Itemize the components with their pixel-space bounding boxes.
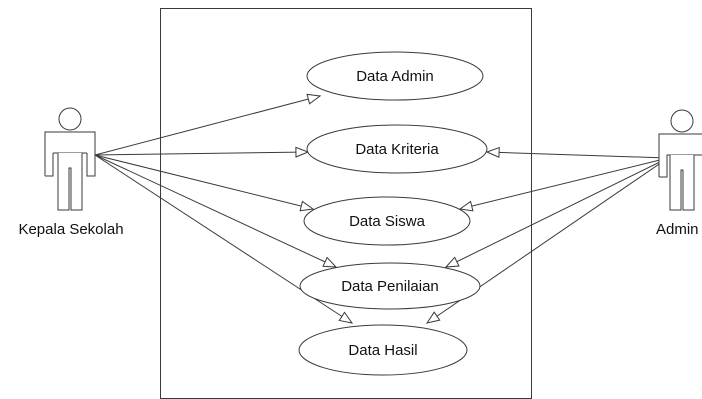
use-case-data-hasil[interactable]: Data Hasil	[298, 324, 468, 376]
association-line	[445, 157, 669, 268]
use-case-label: Data Admin	[356, 68, 434, 85]
use-case-label: Data Penilaian	[341, 278, 439, 295]
arrowhead-icon	[338, 311, 354, 324]
arrowhead-icon	[322, 256, 338, 268]
arrowhead-icon	[444, 256, 460, 268]
association-line	[486, 151, 669, 159]
association-line	[94, 154, 337, 268]
arrowhead-icon	[458, 200, 474, 212]
association-line	[459, 157, 669, 210]
arrowhead-icon	[306, 93, 322, 105]
actor-label: Kepala Sekolah	[18, 221, 123, 238]
stick-figure-icon	[658, 109, 702, 211]
arrowhead-icon	[425, 311, 441, 324]
use-case-data-siswa[interactable]: Data Siswa	[303, 196, 471, 246]
actor-kepala-sekolah[interactable]: Kepala Sekolah	[18, 107, 124, 238]
association-line	[94, 95, 321, 156]
use-case-data-admin[interactable]: Data Admin	[306, 51, 484, 101]
use-case-data-penilaian[interactable]: Data Penilaian	[299, 262, 481, 310]
arrowhead-icon	[485, 146, 500, 158]
actor-admin[interactable]: Admin	[656, 109, 702, 238]
use-case-data-kriteria[interactable]: Data Kriteria	[306, 124, 488, 174]
use-case-label: Data Hasil	[348, 342, 417, 359]
association-line	[94, 151, 309, 156]
arrowhead-icon	[299, 200, 315, 212]
stick-figure-icon	[44, 107, 96, 211]
association-line	[94, 154, 314, 210]
actor-label: Admin	[656, 221, 699, 238]
use-case-label: Data Siswa	[349, 213, 426, 230]
use-case-label: Data Kriteria	[355, 141, 439, 158]
arrowhead-icon	[295, 146, 310, 158]
